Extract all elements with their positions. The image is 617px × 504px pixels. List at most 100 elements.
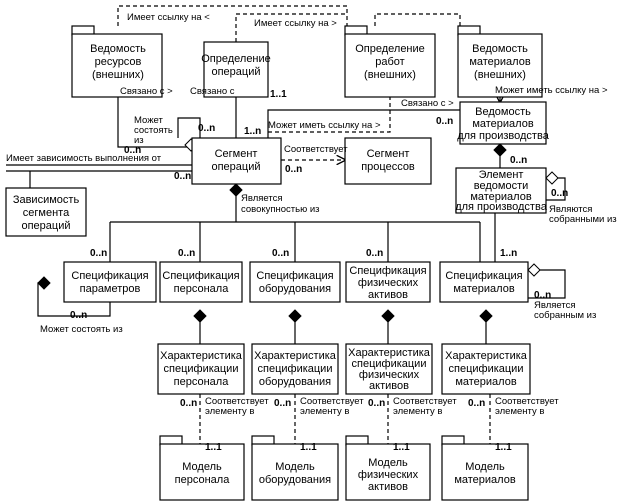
composition-diamond-equip [288, 309, 302, 323]
box-prod-materials: Ведомость материалов для производства [457, 101, 550, 145]
box-work-def-line-2: работ [375, 56, 404, 68]
box-dependency: Зависимость сегмента операций [5, 187, 87, 237]
box-work-def-line-3: (внешних) [364, 69, 416, 81]
label-has-ref-left: Имеет ссылку на < [127, 12, 210, 23]
label-corr-element-1a: Соответствует [205, 396, 269, 407]
mult-proc-0n: 0..n [285, 164, 302, 175]
box-material-spec-line-1: Спецификация [445, 270, 522, 282]
box-asset-char-line-3: физических [359, 369, 420, 381]
box-personnel-model-line-1: Модель [182, 461, 222, 473]
label-is-aggregate-1: Является [241, 193, 282, 204]
label-exec-dependency: Имеет зависимость выполнения от [6, 153, 162, 164]
label-linked-mat: Связано с > [401, 98, 454, 109]
mult-mc-0n: 0..n [468, 398, 485, 409]
box-op-def-line-1: Определение [201, 53, 271, 65]
mult-opdef-11: 1..1 [270, 89, 287, 100]
label-corr-element-1b: элементу в [205, 406, 254, 417]
mult-pm-11: 1..1 [205, 442, 222, 453]
box-asset-model-line-2: физических [358, 469, 419, 481]
box-asset-spec-line-1: Спецификация [349, 265, 426, 277]
edge-aggregate-tree [109, 190, 481, 262]
box-personnel-char-line-3: персонала [174, 376, 230, 388]
box-material-spec-line-2: материалов [453, 283, 515, 295]
label-may-consist-2: состоять [134, 125, 173, 136]
composition-diamond-param [37, 276, 51, 290]
mult-mat-self-0n: 0..n [534, 290, 551, 301]
box-resources-line-3: (внешних) [92, 69, 144, 81]
box-personnel-char-line-1: Характеристика [160, 350, 243, 362]
box-materials-line-3: (внешних) [474, 69, 526, 81]
label-linked-res: Связано с > [120, 86, 173, 97]
box-personnel-spec-line-2: персонала [174, 283, 230, 295]
edge-segment-prodmat [267, 109, 460, 138]
box-personnel-spec: Спецификация персонала [159, 261, 243, 303]
mult-prodmat-0n: 0..n [436, 116, 453, 127]
mult-em-11: 1..1 [300, 442, 317, 453]
label-assembled-mat-2: собранным из [534, 310, 596, 321]
edge-has-ref-right [235, 13, 461, 42]
box-material-char-line-3: материалов [455, 376, 517, 388]
box-equipment-model-line-1: Модель [275, 461, 315, 473]
label-may-consist-1: Может [134, 115, 164, 126]
box-materials: Ведомость материалов (внешних) [457, 25, 543, 98]
edge-has-ref-left [117, 5, 348, 26]
box-op-def-line-2: операций [211, 66, 260, 78]
box-work-def: Определение работ (внешних) [344, 25, 436, 98]
mult-ec-0n: 0..n [274, 398, 291, 409]
label-has-ref-right: Имеет ссылку на > [254, 18, 337, 29]
box-dependency-line-2: сегмента [23, 207, 70, 219]
box-materials-line-2: материалов [469, 56, 531, 68]
box-equipment-char-line-1: Характеристика [254, 350, 337, 362]
edge-resources-segment [117, 97, 192, 148]
label-assembled-mat-1: Является [534, 300, 575, 311]
multiplicities: 1..1 1..n 0..n 0..n 0..n 0..n 0..n 0..n … [70, 89, 568, 453]
mult-mat-1n: 1..n [500, 248, 517, 259]
mult-elem-self-0n: 0..n [551, 188, 568, 199]
mult-am-11: 1..1 [393, 442, 410, 453]
box-resources-line-1: Ведомость [90, 43, 146, 55]
edge-matspec-self [528, 269, 566, 299]
box-asset-char-line-2: спецификации [352, 358, 427, 370]
box-prod-materials-line-2: материалов [472, 118, 534, 130]
box-material-model: Модель материалов [441, 435, 529, 501]
box-segment-line-1: Сегмент [215, 148, 258, 160]
box-equipment-char-line-3: оборудования [259, 376, 331, 388]
mult-param-self-0n: 0..n [70, 310, 87, 321]
label-corr-element-3b: элементу в [393, 406, 442, 417]
box-equipment-char: Характеристика спецификации оборудования [251, 343, 339, 395]
mult-pers-0n: 0..n [178, 248, 195, 259]
label-linked-op: Связано с [190, 86, 235, 97]
edge-segment-work [268, 97, 391, 133]
box-resources-line-2: ресурсов [95, 56, 142, 68]
box-asset-model: Модель физических активов [345, 435, 431, 501]
composition-diamond-segment [229, 183, 243, 197]
label-corr-element-4a: Соответствует [495, 396, 559, 407]
label-assembled-top-2: собранными из [549, 214, 617, 225]
composition-diamond-mat [479, 309, 493, 323]
box-equipment-char-line-2: спецификации [258, 363, 333, 375]
box-prod-element: Элемент ведомости материалов для произво… [455, 167, 548, 214]
label-corr-element-2b: элементу в [300, 406, 349, 417]
box-asset-model-line-3: активов [368, 481, 408, 493]
box-asset-spec-line-3: активов [368, 289, 408, 301]
box-material-char-line-1: Характеристика [445, 350, 528, 362]
box-dependency-line-3: операций [21, 220, 70, 232]
mult-self-0n: 0..n [198, 123, 215, 134]
box-asset-char-line-4: активов [369, 380, 409, 392]
box-material-char-line-2: спецификации [449, 363, 524, 375]
box-param-spec-line-2: параметров [80, 283, 141, 295]
mult-seg-1n: 1..n [244, 126, 261, 137]
box-equipment-spec-line-2: оборудования [259, 283, 331, 295]
box-segment: Сегмент операций [191, 137, 282, 185]
box-equipment-model: Модель оборудования [251, 435, 339, 501]
label-corr-element-4b: элементу в [495, 406, 544, 417]
aggregation-diamond-element [545, 171, 559, 185]
mult-elem-0n: 0..n [510, 155, 527, 166]
box-equipment-spec-line-1: Спецификация [256, 270, 333, 282]
box-asset-char-line-1: Характеристика [348, 347, 431, 359]
box-op-def: Определение операций [201, 41, 271, 98]
label-may-ref-mat: Может иметь ссылку на > [495, 85, 608, 96]
box-prod-materials-line-3: для производства [457, 130, 550, 142]
mult-pc-0n: 0..n [180, 398, 197, 409]
box-material-char: Характеристика спецификации материалов [441, 343, 531, 395]
